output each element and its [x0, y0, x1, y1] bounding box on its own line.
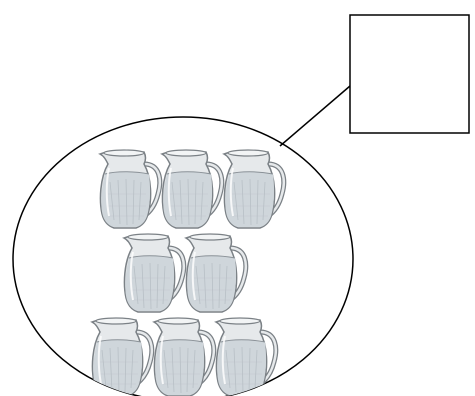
connector-line	[279, 85, 351, 147]
answer-box[interactable]	[349, 14, 470, 134]
